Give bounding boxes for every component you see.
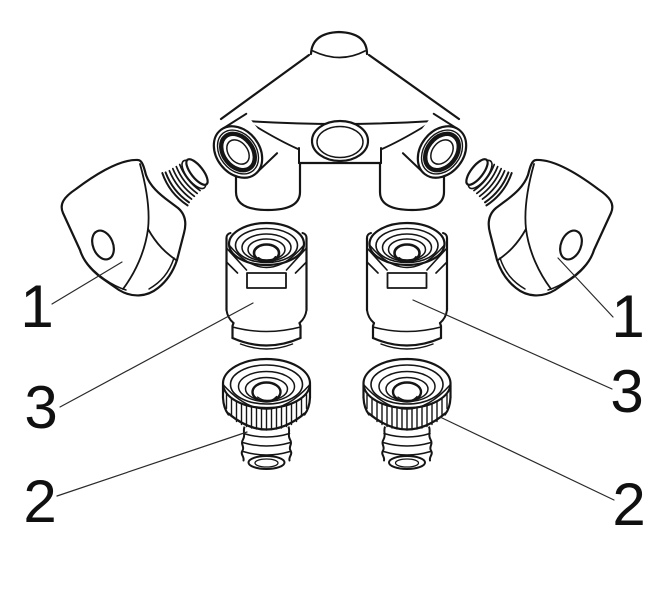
- callout-right-1: 1: [611, 283, 644, 350]
- leader-line-left-3: [59, 302, 254, 408]
- leader-line-right-1: [557, 257, 614, 318]
- manifold-center-port-outer: [310, 119, 370, 163]
- callout-left-2: 2: [23, 468, 56, 535]
- manifold-right-slope: [367, 53, 461, 121]
- leader-line-left-2: [56, 431, 248, 497]
- valve-insert-right: [365, 221, 449, 351]
- callout-right-2: 2: [612, 471, 645, 538]
- leader-lines: [51, 257, 615, 501]
- hose-connector-right: [362, 357, 452, 471]
- manifold-top-dome-lip: [312, 50, 366, 59]
- leader-line-right-3: [412, 299, 613, 390]
- callout-right-3: 3: [610, 358, 643, 425]
- manifold-center-port-inner: [316, 125, 364, 159]
- leader-line-right-2: [439, 416, 615, 501]
- manifold-bridge-steps: [298, 147, 382, 164]
- manifold-silhouette: [215, 33, 456, 164]
- callout-left-1: 1: [20, 273, 53, 340]
- manifold-top-dome: [309, 30, 369, 56]
- hose-connector-left: [221, 357, 312, 471]
- manifold-body: [204, 30, 476, 212]
- handle-cone-left: [60, 151, 216, 297]
- callout-labels: 1 3 2 1 3 2: [20, 273, 645, 538]
- handle-cone-right: [458, 151, 614, 297]
- callout-left-3: 3: [24, 374, 57, 441]
- leader-line-left-1: [51, 261, 123, 305]
- manifold-left-slope: [219, 53, 311, 121]
- valve-insert-left: [225, 221, 308, 351]
